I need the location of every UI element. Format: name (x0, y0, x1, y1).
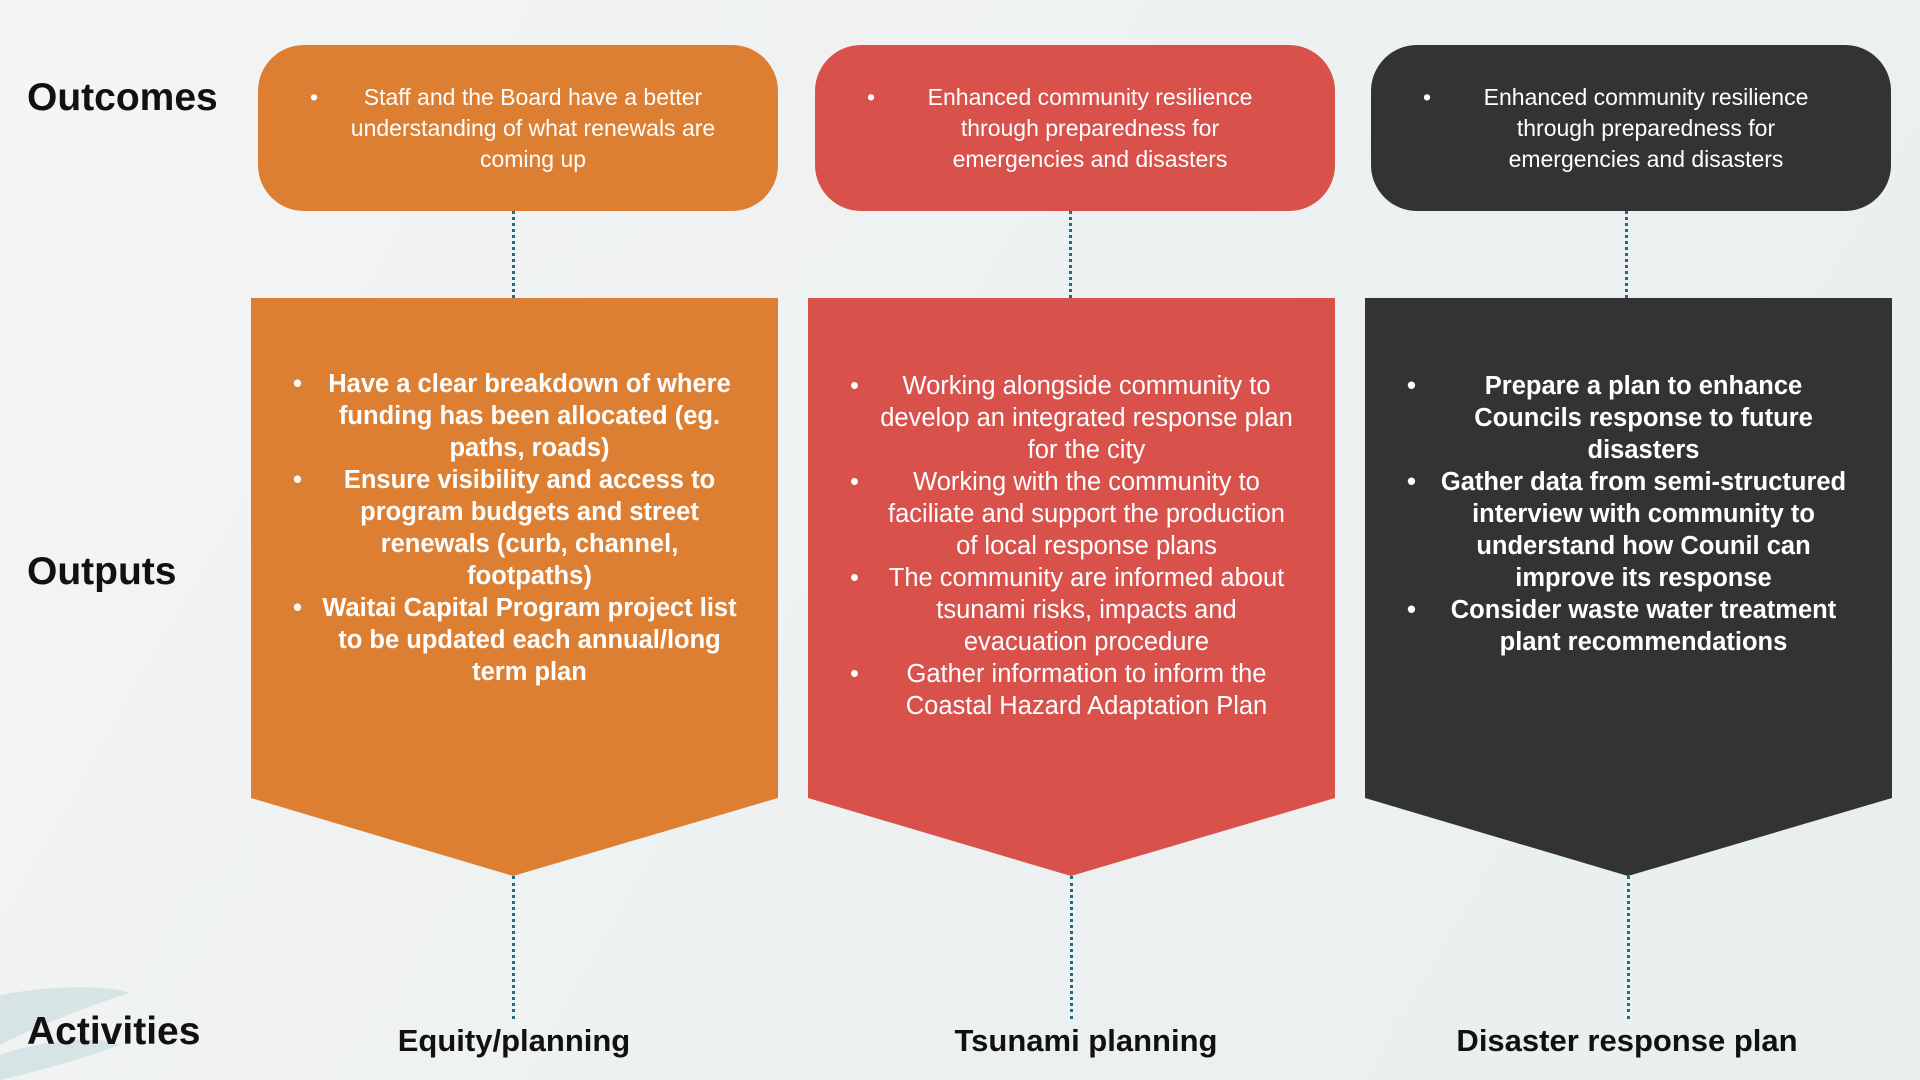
output-item: Gather data from semi-structured intervi… (1407, 466, 1852, 594)
connector-line (1625, 211, 1628, 298)
outcome-box-disaster: Enhanced community resilience through pr… (1371, 45, 1891, 211)
output-item: The community are informed about tsunami… (850, 562, 1295, 658)
connector-line (1070, 876, 1073, 1019)
row-label-outcomes: Outcomes (27, 76, 218, 119)
outcome-box-equity: Staff and the Board have a better unders… (258, 45, 778, 211)
outputs-list-equity: Have a clear breakdown of where funding … (251, 368, 778, 688)
connector-line (512, 876, 515, 1019)
activity-tsunami-planning: Tsunami planning (954, 1023, 1218, 1058)
output-item: Consider waste water treatment plant rec… (1407, 594, 1852, 658)
output-item: Working alongside community to develop a… (850, 370, 1295, 466)
output-item: Ensure visibility and access to program … (293, 464, 738, 592)
outputs-list-disaster: Prepare a plan to enhance Councils respo… (1365, 370, 1892, 658)
activity-equity-planning: Equity/planning (397, 1023, 631, 1058)
output-item: Prepare a plan to enhance Councils respo… (1407, 370, 1852, 466)
output-item: Waitai Capital Program project list to b… (293, 592, 738, 688)
connector-line (1627, 876, 1630, 1019)
output-item: Gather information to inform the Coastal… (850, 658, 1295, 722)
outcome-item: Enhanced community resilience through pr… (1423, 82, 1841, 175)
decorative-brush-stroke (0, 987, 130, 1080)
activity-disaster-response-plan: Disaster response plan (1456, 1023, 1798, 1058)
outputs-list-tsunami: Working alongside community to develop a… (808, 370, 1335, 722)
row-label-activities: Activities (27, 1010, 201, 1053)
outcome-box-tsunami: Enhanced community resilience through pr… (815, 45, 1335, 211)
connector-line (512, 211, 515, 298)
output-item: Have a clear breakdown of where funding … (293, 368, 738, 464)
outcome-item: Staff and the Board have a better unders… (310, 82, 728, 175)
outcome-item: Enhanced community resilience through pr… (867, 82, 1285, 175)
row-label-outputs: Outputs (27, 550, 177, 593)
output-item: Working with the community to faciliate … (850, 466, 1295, 562)
connector-line (1069, 211, 1072, 298)
